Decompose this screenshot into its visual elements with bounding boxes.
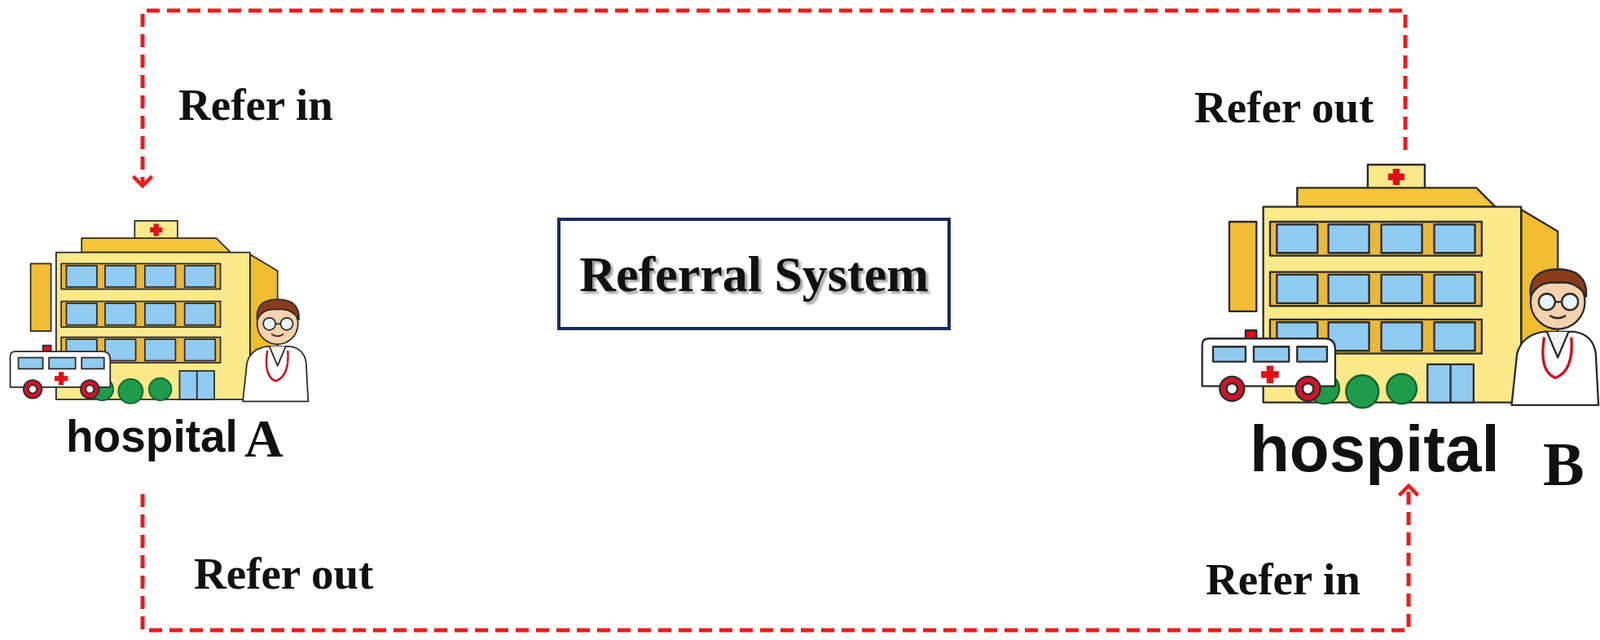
hospital-label: B bbox=[1542, 432, 1585, 495]
flow-label: Refer out bbox=[1194, 84, 1374, 130]
hospital-label: hospital bbox=[65, 413, 238, 459]
diagram-title: Referral System bbox=[579, 248, 929, 299]
referral-arrow bbox=[142, 10, 1406, 186]
hospital-illustration bbox=[10, 220, 309, 404]
hospital-illustration bbox=[1202, 164, 1599, 408]
hospital-node: hospitalA bbox=[0, 185, 335, 494]
flow-label: Refer out bbox=[193, 550, 374, 596]
hospital-node: hospitalB bbox=[1182, 149, 1600, 486]
title-box: Referral System bbox=[557, 217, 951, 330]
hospital-label: A bbox=[244, 411, 284, 466]
flow-label: Refer in bbox=[178, 82, 334, 128]
flow-label: Refer in bbox=[1205, 556, 1361, 602]
referral-arrow bbox=[142, 485, 1409, 630]
hospital-label: hospital bbox=[1249, 416, 1500, 482]
